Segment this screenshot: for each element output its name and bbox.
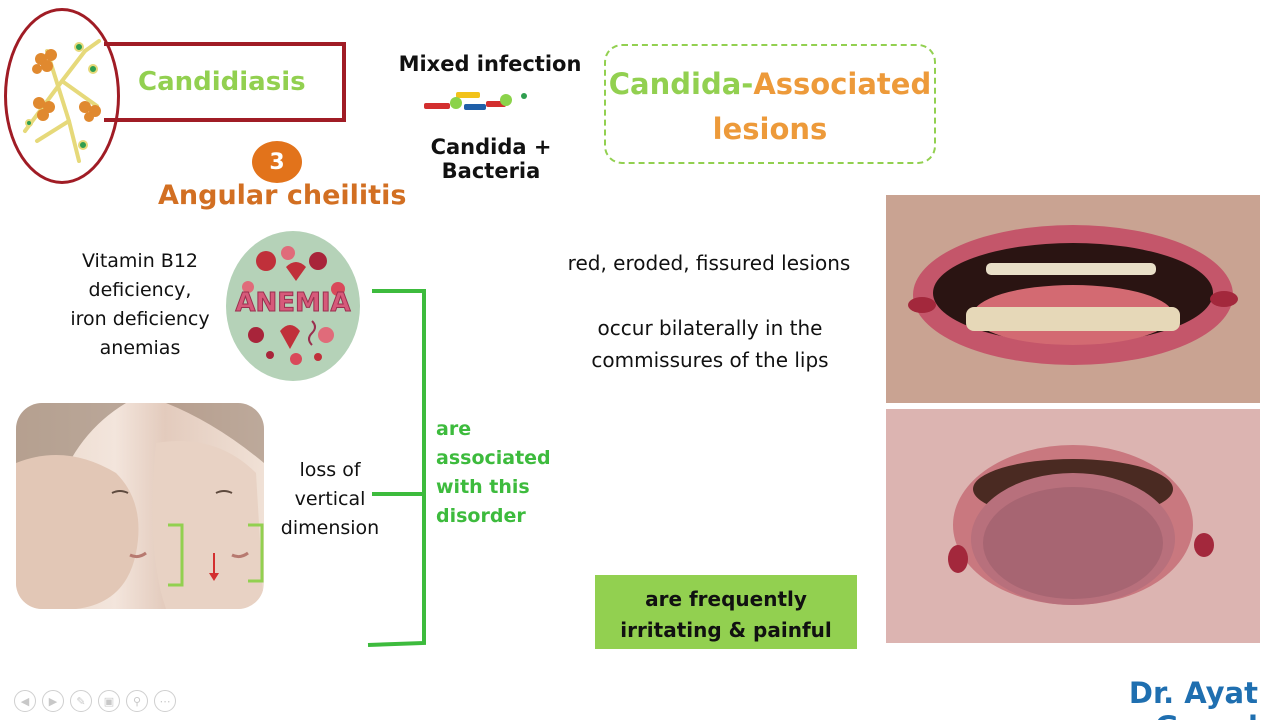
lesion-location: occur bilaterally in the commissures of … — [560, 312, 860, 376]
highlight-line-2: irritating & painful — [620, 618, 832, 642]
mixed-infection-title: Mixed infection — [398, 52, 582, 76]
next-icon[interactable]: ▶ — [42, 690, 64, 712]
symptom-highlight-box: are frequently irritating & painful — [595, 575, 857, 649]
author-name: Dr. Ayat Gamal — [1128, 676, 1258, 720]
association-line-4: disorder — [436, 505, 526, 527]
anemia-illustration: ANEMIA — [226, 231, 360, 381]
grouping-bracket — [367, 289, 426, 647]
prev-icon[interactable]: ◀ — [14, 690, 36, 712]
associated-title-part2: Associated — [753, 67, 932, 101]
association-line-3: with this — [436, 476, 530, 498]
angular-cheilitis-photo-open-mouth — [886, 195, 1260, 403]
loss-line-2: vertical — [294, 488, 366, 510]
candida-illustration — [4, 8, 120, 184]
bacteria-illustration — [424, 92, 527, 110]
vitamin-line-2: deficiency, — [88, 279, 192, 301]
vitamin-line-1: Vitamin B12 — [81, 250, 199, 272]
slides-icon[interactable]: ▣ — [98, 690, 120, 712]
zoom-icon[interactable]: ⚲ — [126, 690, 148, 712]
candidiasis-title: Candidiasis — [138, 67, 306, 97]
vitamin-line-4: anemias — [99, 337, 181, 359]
loss-of-vertical-dimension-text: loss of vertical dimension — [272, 456, 388, 543]
loss-line-1: loss of — [299, 459, 361, 481]
candidiasis-frame: Candidiasis — [104, 42, 346, 122]
associated-title-line2: lesions — [712, 112, 828, 146]
section-number-badge: 3 — [252, 141, 302, 183]
location-line-2: commissures of the lips — [591, 348, 829, 372]
association-line-2: associated — [436, 447, 551, 469]
aging-face-image — [16, 403, 264, 609]
angular-cheilitis-photo-tongue — [886, 409, 1260, 643]
vitamin-line-3: iron deficiency — [70, 308, 210, 330]
slide-navigation: ◀ ▶ ✎ ▣ ⚲ ⋯ — [14, 690, 176, 712]
association-line-1: are — [436, 418, 472, 440]
loss-line-3: dimension — [280, 517, 380, 539]
vitamin-deficiency-text: Vitamin B12 deficiency, iron deficiency … — [56, 247, 224, 363]
highlight-line-1: are frequently — [645, 587, 807, 611]
associated-title-part1: Candida- — [608, 67, 754, 101]
anemia-word: ANEMIA — [235, 288, 350, 318]
pen-icon[interactable]: ✎ — [70, 690, 92, 712]
location-line-1: occur bilaterally in the — [597, 316, 823, 340]
mixed-infection-subtitle: Candida + Bacteria — [430, 135, 552, 183]
association-text: are associated with this disorder — [436, 415, 566, 531]
candida-associated-lesions-box: Candida-Associated lesions — [604, 44, 936, 164]
section-title: Angular cheilitis — [158, 180, 407, 211]
lesion-description: red, eroded, fissured lesions — [567, 251, 851, 275]
associated-title-line1: Candida-Associated — [606, 62, 934, 107]
more-icon[interactable]: ⋯ — [154, 690, 176, 712]
